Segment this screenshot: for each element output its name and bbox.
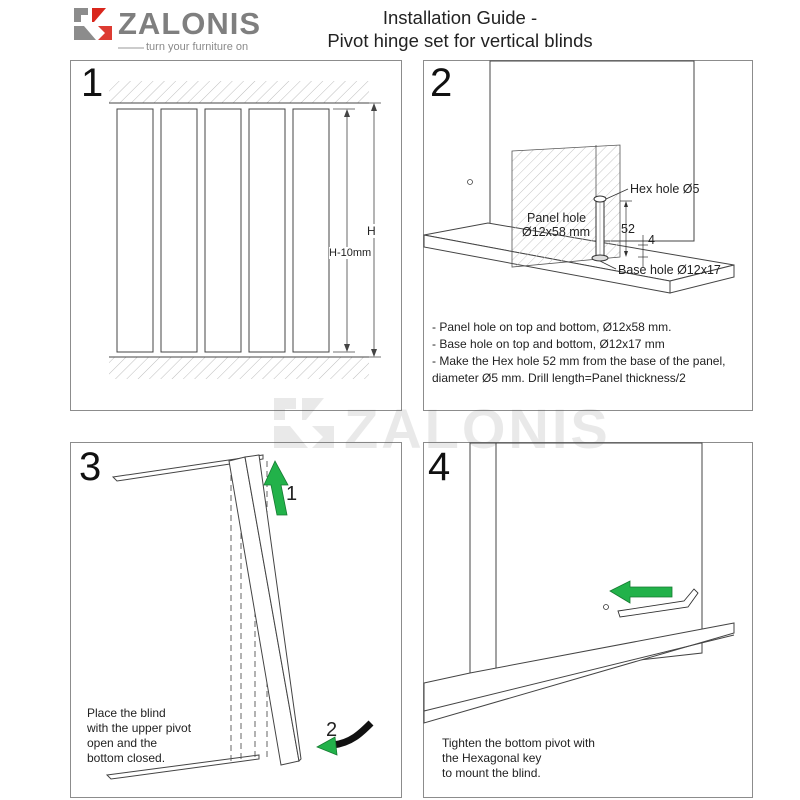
step-4-drawing	[423, 442, 735, 724]
dimension-h-minus-10: H-10mm	[329, 247, 372, 259]
panel-hole-label-line-2: Ø12x58 mm	[522, 225, 591, 239]
step-3-text: Place the blind with the upper pivot ope…	[87, 706, 191, 766]
step-number: 4	[428, 445, 451, 489]
arrow-1-label: 1	[286, 483, 298, 505]
hex-hole-label: Hex hole Ø5	[630, 182, 700, 196]
step-number: 3	[79, 445, 102, 489]
logo-mark-icon	[74, 8, 112, 40]
title-line-1: Installation Guide -	[382, 7, 538, 28]
step-1-panel: 1 H-10mm H	[70, 60, 402, 411]
panel-hole-label-line-1: Panel hole	[527, 211, 587, 225]
step-3-panel: 3 1 2 Place the blind with the upper piv…	[70, 442, 402, 798]
note-line: - Base hole on top and bottom, Ø12x17 mm	[432, 337, 665, 351]
text-line: bottom closed.	[87, 751, 166, 765]
step-number: 2	[430, 61, 453, 105]
logo-underline	[118, 47, 144, 49]
base-hole-label: Base hole Ø12x17	[618, 263, 721, 277]
text-line: Place the blind	[87, 706, 166, 720]
text-line: Tighten the bottom pivot with	[442, 736, 595, 750]
dimension-52: 52	[621, 222, 635, 236]
watermark-logo: ZALONIS	[270, 392, 630, 462]
dimension-h: H	[367, 224, 376, 238]
step-2-panel: 2 Hex hole Ø5 Panel hole Ø12x58 mm 52 4 …	[423, 60, 753, 411]
brand-logo: ZALONIS turn your furniture on	[72, 4, 272, 54]
text-line: open and the	[87, 736, 158, 750]
watermark-mark-icon	[274, 398, 334, 448]
note-line: - Panel hole on top and bottom, Ø12x58 m…	[432, 320, 672, 334]
step-1-drawing	[109, 81, 381, 379]
step-2-drawing	[423, 60, 735, 294]
arrow-2-label: 2	[326, 719, 338, 741]
step-number: 1	[81, 61, 104, 105]
note-line: diameter Ø5 mm. Drill length=Panel thick…	[432, 371, 686, 385]
title-line-2: Pivot hinge set for vertical blinds	[327, 30, 593, 51]
step-4-panel: 4 Tighten the bottom pivot with the Hexa…	[423, 442, 753, 798]
step-4-text: Tighten the bottom pivot with the Hexago…	[442, 736, 595, 781]
text-line: to mount the blind.	[442, 766, 541, 780]
page-title: Installation Guide - Pivot hinge set for…	[290, 6, 630, 52]
step-2-notes: - Panel hole on top and bottom, Ø12x58 m…	[432, 319, 725, 387]
logo-wordmark: ZALONIS	[118, 6, 262, 41]
text-line: the Hexagonal key	[442, 751, 542, 765]
note-line: - Make the Hex hole 52 mm from the base …	[432, 354, 726, 368]
dimension-4: 4	[648, 233, 655, 247]
text-line: with the upper pivot	[87, 721, 192, 735]
logo-tagline: turn your furniture on	[146, 41, 249, 53]
step-3-drawing	[105, 454, 374, 780]
watermark-text: ZALONIS	[344, 397, 611, 460]
